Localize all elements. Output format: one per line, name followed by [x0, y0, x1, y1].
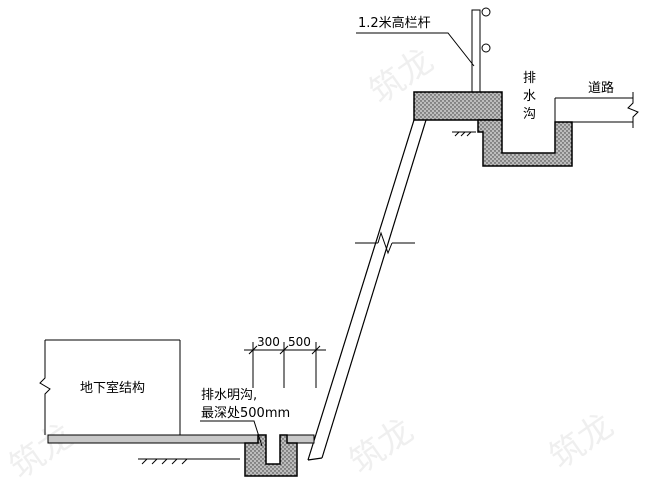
open-ditch-leader [200, 420, 263, 447]
watermark-bottom-left: 筑龙 [2, 416, 81, 488]
drain-ditch-label-1: 排 [523, 71, 536, 86]
basement-structure [39, 339, 181, 435]
railing-leader [356, 32, 475, 67]
dim-300: 300 [257, 335, 280, 349]
slope-protection-layer [307, 119, 427, 461]
slope-break-symbol [355, 231, 415, 255]
cap-beam [413, 91, 503, 121]
drain-ditch-label-2: 水 [523, 89, 536, 104]
drain-ditch-label-3: 沟 [523, 107, 536, 122]
basement-label: 地下室结构 [80, 380, 145, 396]
railing [471, 7, 491, 93]
watermark-bottom-mid: 筑龙 [342, 411, 421, 483]
road-label: 道路 [588, 80, 614, 96]
dim-500: 500 [288, 335, 311, 349]
road-slab [554, 92, 639, 128]
watermark-bottom-right: 筑龙 [542, 406, 621, 478]
drain-ditch-concrete [477, 119, 573, 167]
bottom-slab-right [286, 434, 315, 444]
dimension-lines [244, 342, 326, 388]
ground-hatch-top [452, 131, 476, 137]
open-ditch-label-1: 排水明沟, [201, 388, 257, 403]
bottom-slab [47, 434, 259, 444]
railing-label: 1.2米高栏杆 [358, 15, 431, 31]
ground-hatch-bottom [138, 458, 240, 465]
open-ditch-label-2: 最深处500mm [201, 406, 290, 421]
